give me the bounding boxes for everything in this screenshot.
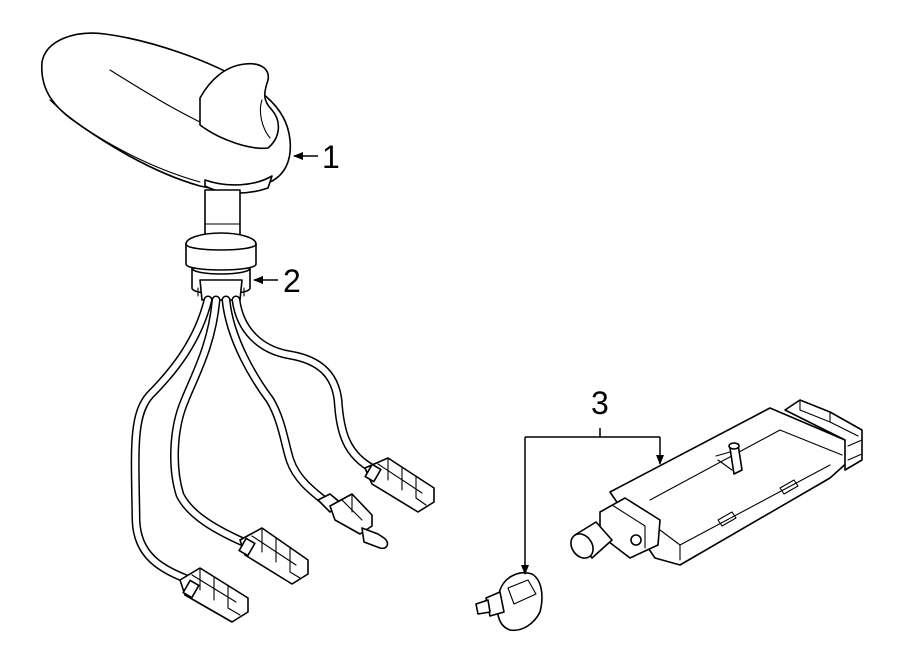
callout-2: 2 [253, 263, 301, 299]
callout-2-label: 2 [283, 263, 301, 299]
antenna-fin [199, 62, 280, 150]
callout-1-label: 1 [322, 139, 340, 175]
connector-d [364, 457, 435, 513]
module-body [609, 407, 851, 566]
connector-b [238, 527, 309, 585]
callout-1: 1 [293, 139, 340, 175]
cable-harness [130, 295, 435, 623]
callout-3: 3 [521, 385, 664, 575]
grommet [185, 232, 257, 301]
control-module [570, 399, 863, 566]
plug-connector [475, 572, 543, 632]
connector-c [317, 493, 389, 550]
callout-3-label: 3 [591, 385, 609, 421]
connector-a [179, 567, 249, 623]
antenna-assembly [41, 32, 292, 243]
